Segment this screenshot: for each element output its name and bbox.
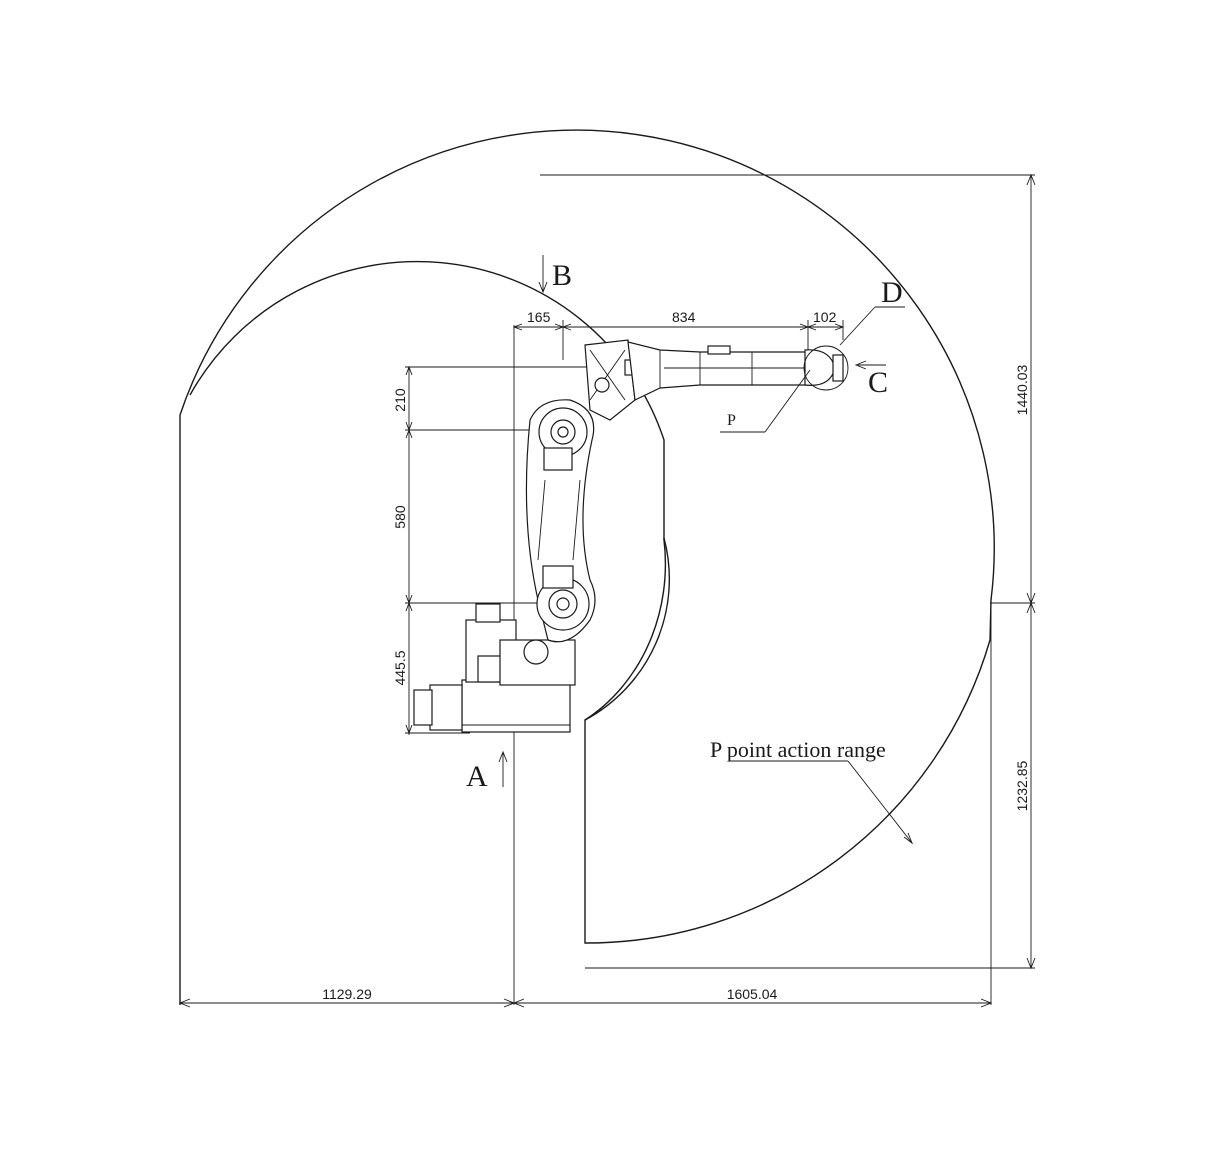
view-marker-a: A (466, 760, 488, 793)
elbow-housing (584, 339, 636, 421)
dim-445-5: 445.5 (392, 650, 408, 685)
dim-1129-29: 1129.29 (322, 986, 372, 1002)
outer-envelope-arc (179, 129, 995, 944)
dimension-lines (178, 173, 1036, 1008)
robot-arm (413, 339, 844, 733)
dim-1440-03: 1440.03 (1014, 364, 1030, 415)
wrist-flange (804, 349, 844, 386)
view-marker-b: B (552, 259, 572, 292)
p-point-label: P (727, 412, 736, 429)
action-range-envelope (179, 129, 995, 1005)
action-range-label: P point action range (710, 737, 886, 762)
robot-base (413, 603, 576, 733)
annotation-leaders (498, 255, 914, 845)
dim-1605-04: 1605.04 (727, 986, 778, 1002)
view-marker-d: D (881, 276, 903, 309)
dim-102: 102 (813, 309, 837, 325)
inner-envelope-arc (189, 260, 667, 721)
view-marker-c: C (868, 366, 888, 399)
dim-1232-85: 1232.85 (1014, 760, 1030, 811)
dim-580: 580 (392, 505, 408, 529)
dim-165: 165 (527, 309, 551, 325)
dim-210: 210 (392, 388, 408, 412)
dim-834: 834 (672, 309, 696, 325)
lower-arm (525, 399, 596, 643)
forearm (627, 341, 809, 401)
